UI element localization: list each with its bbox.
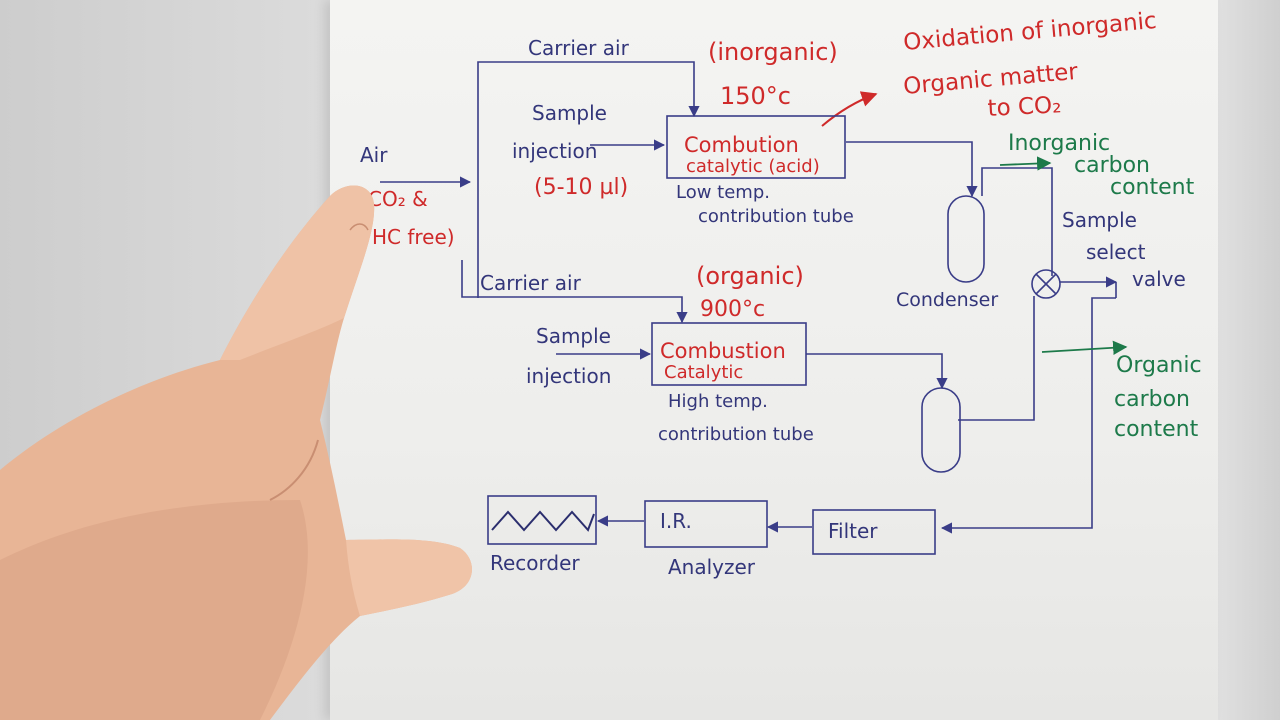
- inorganic-carbon-line1: Inorganic: [1008, 131, 1110, 156]
- organic-carbon-line3: content: [1114, 417, 1199, 442]
- sample-select-line3: valve: [1132, 267, 1186, 291]
- condenser-bottom: [921, 387, 961, 473]
- recorder-label: Recorder: [490, 551, 580, 575]
- combustion-tube-top-box: [666, 115, 846, 179]
- air-note-line1: CO₂ &: [368, 187, 428, 211]
- condenser-label: Condenser: [896, 289, 998, 311]
- sample-select-valve-icon: [1031, 269, 1061, 299]
- inorganic-temp: 150°c: [720, 82, 791, 110]
- oxidation-line1: Oxidation of inorganic: [902, 8, 1157, 56]
- background-right: [1210, 0, 1280, 720]
- sample-bottom-label: Sample: [536, 324, 611, 348]
- inorganic-carbon-arrow: [999, 156, 1052, 171]
- ir-label: I.R.: [660, 509, 692, 533]
- organic-carbon-arrow: [1041, 340, 1128, 355]
- recorder-zigzag-icon: [491, 510, 595, 532]
- organic-label: (organic): [696, 262, 804, 290]
- condenser-bottom-return: [958, 296, 1035, 421]
- oxidation-arrow: [821, 91, 878, 127]
- condenser-top: [947, 195, 985, 283]
- combustion-top-line2: catalytic (acid): [686, 156, 820, 177]
- sample-select-line2: select: [1086, 240, 1146, 264]
- pointing-hand: [0, 185, 472, 720]
- inorganic-label: (inorganic): [708, 38, 838, 66]
- combustion-top-line1: Combution: [684, 133, 799, 157]
- air-note-line2: HC free): [372, 225, 455, 249]
- flow-lines: [380, 61, 1128, 534]
- filter-label: Filter: [828, 519, 878, 543]
- sample-top-label: Sample: [532, 101, 607, 125]
- high-temp-label: High temp.: [668, 391, 768, 412]
- low-temp-label: Low temp.: [676, 182, 770, 203]
- ir-analyzer-box: [644, 500, 768, 548]
- sample-select-line1: Sample: [1062, 208, 1137, 232]
- combustion-bottom-line2: Catalytic: [664, 362, 743, 383]
- return-to-filter-line: [940, 297, 1116, 534]
- oxidation-line3: to CO₂: [987, 92, 1062, 122]
- analyzer-label: Analyzer: [668, 555, 756, 579]
- carrier-air-bottom-label: Carrier air: [480, 271, 582, 295]
- inorganic-carbon-line2: carbon: [1074, 153, 1150, 178]
- carrier-air-bottom-line: [461, 260, 688, 324]
- organic-carbon-line2: carbon: [1114, 387, 1190, 412]
- bottom-to-condenser-line: [806, 353, 948, 390]
- contribution-tube-bottom-label: contribution tube: [658, 424, 814, 445]
- organic-carbon-line1: Organic: [1116, 353, 1202, 378]
- carrier-air-top-line: [477, 61, 700, 298]
- condenser-top-return: [981, 167, 1053, 276]
- volume-label: (5-10 µl): [534, 175, 628, 200]
- injection-top-label: injection: [512, 139, 597, 163]
- air-label: Air: [360, 143, 388, 167]
- organic-temp: 900°c: [700, 297, 765, 322]
- combustion-tube-bottom-box: [651, 322, 807, 386]
- inorganic-carbon-line3: content: [1110, 175, 1195, 200]
- contribution-tube-top-label: contribution tube: [698, 206, 854, 227]
- top-to-condenser-line: [846, 141, 978, 198]
- recorder-box: [487, 495, 597, 545]
- carrier-air-top-label: Carrier air: [528, 36, 630, 60]
- injection-bottom-label: injection: [526, 364, 611, 388]
- combustion-bottom-line1: Combustion: [660, 339, 786, 363]
- filter-box: [812, 509, 936, 555]
